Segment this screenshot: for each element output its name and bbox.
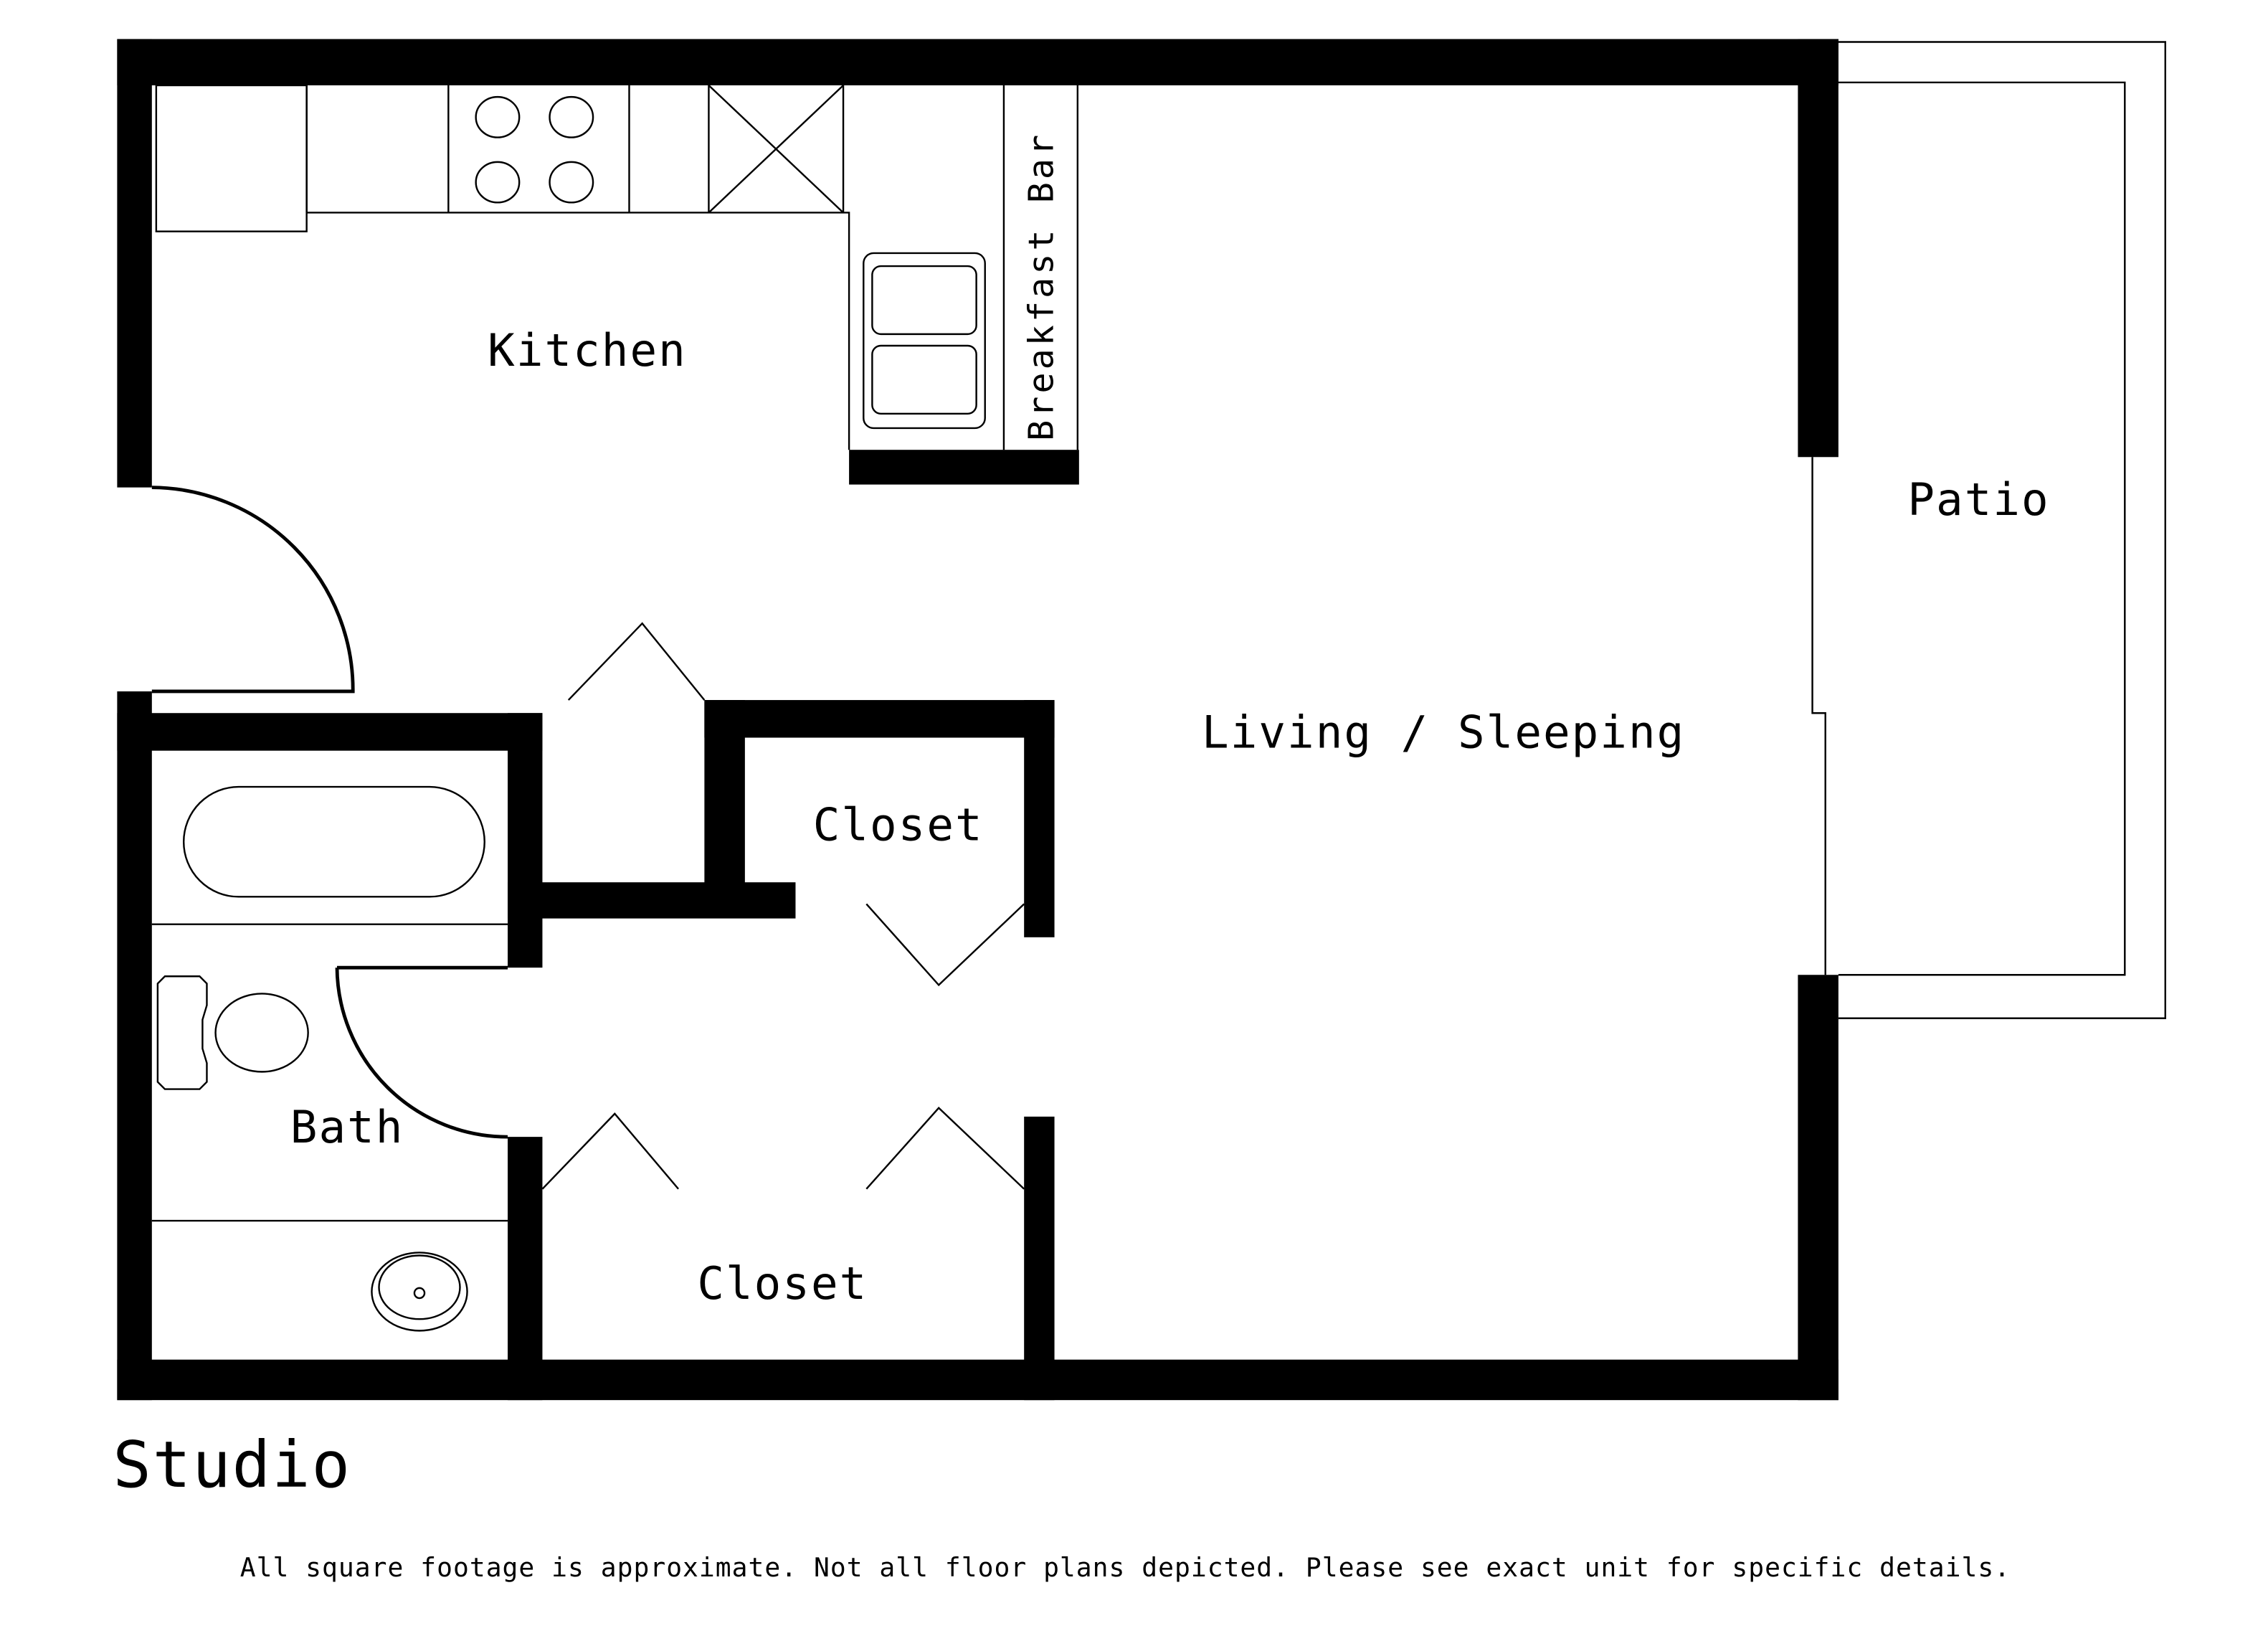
room-label-kitchen: Kitchen <box>488 324 687 377</box>
bath-door[interactable] <box>335 965 508 1139</box>
wall-bath-right-upper <box>508 713 543 968</box>
bathtub-icon <box>182 785 485 898</box>
wall-closet-upper-top <box>704 700 1055 738</box>
bifold-door-closet-lower-left[interactable] <box>541 1112 679 1190</box>
wall-closet-lower-right <box>1024 1116 1055 1401</box>
wall-bottom <box>117 1359 1838 1401</box>
kitchen-counters <box>155 84 1079 450</box>
walls <box>117 39 1838 1401</box>
entry-door[interactable] <box>151 486 355 694</box>
wall-hall-horizontal <box>508 882 796 919</box>
room-label-patio: Patio <box>1907 473 2049 526</box>
stove-burners-icon <box>475 95 594 204</box>
patio-outline <box>1811 41 2166 1019</box>
wall-bath-top <box>117 713 543 751</box>
sliding-door <box>1811 457 1826 975</box>
wall-left-upper <box>117 39 152 488</box>
wall-right-upper <box>1798 39 1838 458</box>
wall-right-lower <box>1798 975 1838 1401</box>
wall-bath-right-lower <box>508 1137 543 1401</box>
bifold-door-closet-lower-right[interactable] <box>865 1107 1025 1190</box>
wall-closet-upper-right <box>1024 700 1055 937</box>
dishwasher-icon <box>708 85 845 214</box>
wall-top <box>117 39 1838 85</box>
room-label-breakfast-bar: Breakfast Bar <box>1022 132 1062 441</box>
room-label-living-sleeping: Living / Sleeping <box>1202 706 1685 759</box>
plan-title: Studio <box>113 1428 351 1502</box>
room-label-closet-lower: Closet <box>697 1257 868 1310</box>
doors <box>151 486 1025 1190</box>
room-label-bath: Bath <box>290 1101 404 1153</box>
bath-sink-icon <box>371 1252 468 1332</box>
wall-kitchen-peninsula <box>849 450 1079 485</box>
bifold-door-closet-upper[interactable] <box>865 903 1025 987</box>
labels: Kitchen Breakfast Bar Living / Sleeping … <box>113 132 2049 1583</box>
kitchen-sink-icon <box>863 252 986 430</box>
bifold-door-hall[interactable] <box>567 622 706 701</box>
toilet-icon <box>156 975 309 1090</box>
bath-fixtures <box>151 785 508 1332</box>
refrigerator-icon <box>155 84 308 232</box>
room-label-closet-upper: Closet <box>813 799 984 851</box>
wall-left-lower <box>117 691 152 1401</box>
disclaimer-text: All square footage is approximate. Not a… <box>240 1552 2011 1583</box>
